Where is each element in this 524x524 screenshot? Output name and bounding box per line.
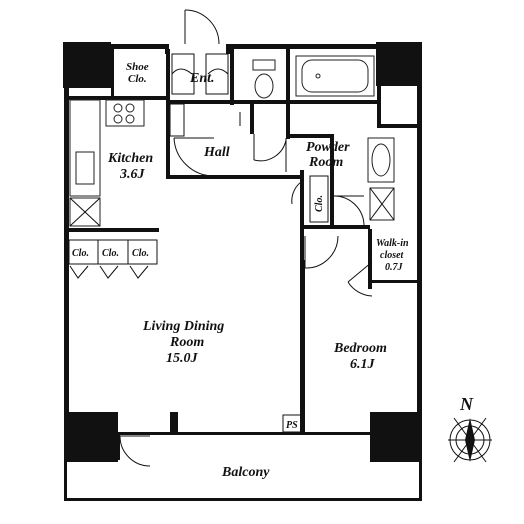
living-dining-size: 15.0J (166, 351, 199, 366)
shoe-closet-label-line2: Clo. (128, 73, 147, 85)
small-closet-label: Clo. (314, 195, 325, 212)
powder-doors (291, 175, 365, 227)
living-closet-label-3: Clo. (132, 248, 149, 259)
bedroom-door (304, 235, 339, 269)
balcony-label: Balcony (221, 465, 270, 480)
walk-in-closet-label-line2: closet (380, 250, 405, 261)
walk-in-door (347, 261, 373, 297)
bathtub-fixture (295, 55, 375, 97)
pipe-space-label: PS (286, 420, 298, 431)
entrance-door (165, 9, 230, 54)
column-top-left (63, 42, 111, 88)
shoe-closet-fixtures (169, 53, 229, 137)
living-dining-label-line1: Living Dining (142, 319, 224, 334)
powder-room-label-line1: Powder (306, 140, 350, 155)
kitchen-label: Kitchen (107, 151, 153, 166)
powder-room-label-line2: Room (308, 155, 343, 170)
column-bottom-right (370, 412, 422, 462)
entrance-label: Ent. (189, 71, 215, 86)
balcony-door (119, 433, 283, 467)
toilet-fixture (239, 59, 276, 126)
compass: N (448, 394, 492, 463)
living-dining-label-line2: Room (169, 335, 204, 350)
washbasin-fixture (367, 137, 395, 221)
living-closet-label-1: Clo. (72, 248, 89, 259)
kitchen-size: 3.6J (119, 167, 146, 182)
hall-doors (173, 134, 287, 177)
interior-walls (69, 49, 417, 433)
compass-north-label: N (459, 394, 474, 414)
bedroom-size: 6.1J (350, 357, 376, 372)
column-bottom-left (64, 412, 118, 462)
walk-in-closet-size: 0.7J (385, 262, 404, 273)
walk-in-closet-label-line1: Walk-in (376, 238, 409, 249)
shoe-closet-label-line1: Shoe (126, 61, 149, 73)
column-top-right (376, 42, 422, 86)
hall-label: Hall (203, 145, 230, 160)
bedroom-label: Bedroom (333, 341, 387, 356)
living-closet-label-2: Clo. (102, 248, 119, 259)
kitchen-fixtures (69, 99, 145, 227)
living-closets (68, 239, 158, 279)
